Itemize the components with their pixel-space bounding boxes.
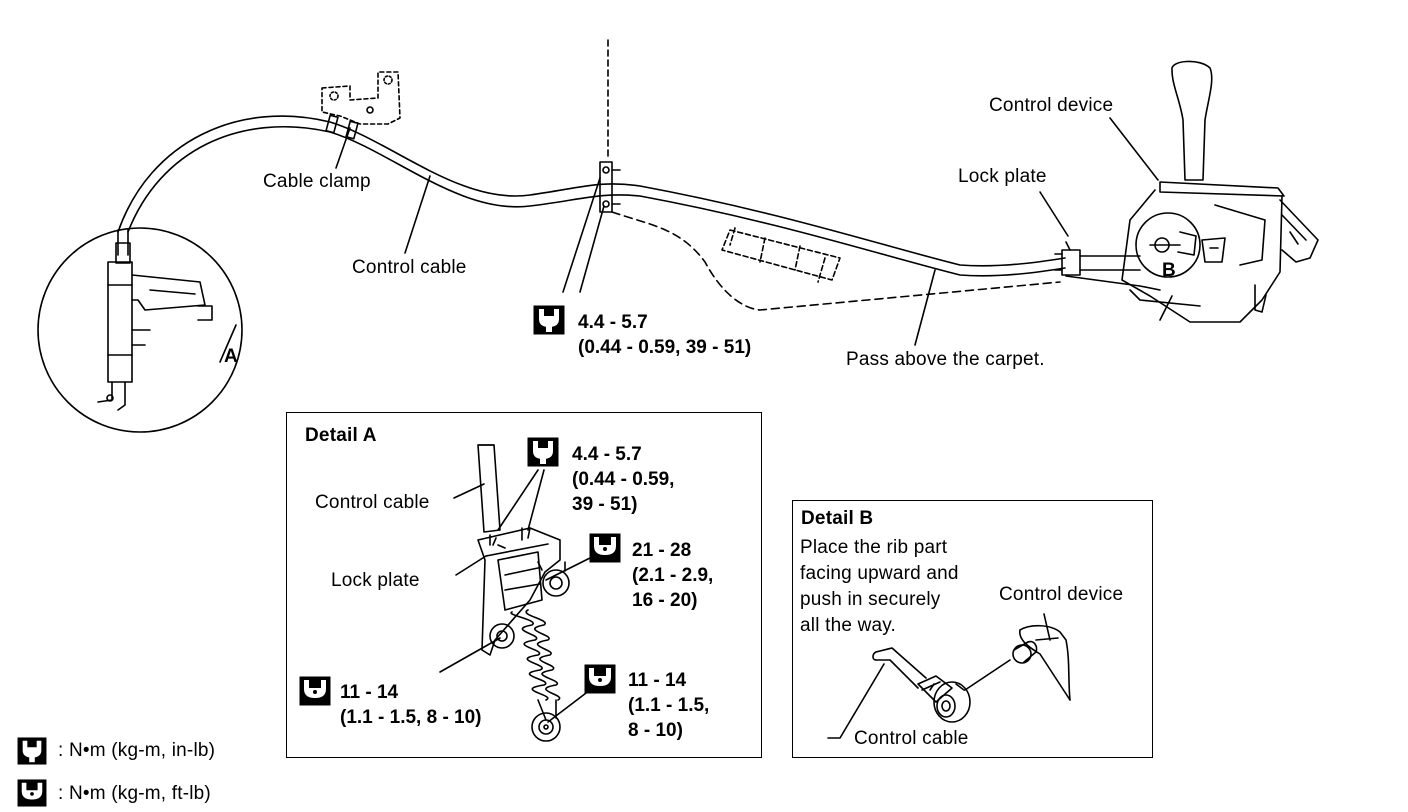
- main-leader-lines: [219, 117, 1159, 363]
- torque-conversion: 16 - 20): [632, 590, 698, 611]
- detail-b-label-control-cable: Control cable: [854, 728, 969, 749]
- label-lock-plate: Lock plate: [958, 166, 1047, 187]
- dashed-bracket: [721, 227, 841, 283]
- wrench-inlb-icon: [533, 305, 565, 335]
- torque-conversion: (2.1 - 2.9,: [632, 565, 714, 586]
- instruction-line: all the way.: [800, 615, 897, 636]
- torque-detail-a-bottom: 11 - 14 (1.1 - 1.5, 8 - 10): [628, 668, 709, 743]
- detail-b-drawing: [827, 613, 1071, 739]
- torque-main-center: 4.4 - 5.7 (0.44 - 0.59, 39 - 51): [578, 310, 751, 360]
- detail-a-label-lock-plate: Lock plate: [331, 570, 420, 591]
- instruction-line: facing upward and: [800, 563, 959, 584]
- torque-conversion: (0.44 - 0.59,: [572, 469, 675, 490]
- torque-value: 4.4 - 5.7: [578, 312, 648, 333]
- torque-value: 11 - 14: [340, 682, 399, 703]
- torque-conversion: 39 - 51): [572, 494, 638, 515]
- torque-value: 21 - 28: [632, 540, 692, 561]
- detail-a-label-control-cable: Control cable: [315, 492, 430, 513]
- label-cable-clamp: Cable clamp: [263, 171, 371, 192]
- torque-value: 4.4 - 5.7: [572, 444, 642, 465]
- instruction-line: Place the rib part: [800, 537, 948, 558]
- torque-value: 11 - 14: [628, 670, 687, 691]
- legend-nm-ftlb: : N•m (kg-m, ft-lb): [58, 783, 211, 804]
- wrench-ftlb-icon: [584, 664, 616, 694]
- callout-a-circle: [37, 227, 243, 433]
- detail-b-panel: [792, 500, 1153, 758]
- label-control-device: Control device: [989, 95, 1114, 116]
- torque-detail-a-left: 11 - 14 (1.1 - 1.5, 8 - 10): [340, 680, 482, 730]
- label-control-cable: Control cable: [352, 257, 467, 278]
- callout-a-letter: A: [224, 346, 238, 367]
- wrench-ftlb-icon: [589, 533, 621, 563]
- wrench-ftlb-icon: [299, 676, 331, 706]
- wrench-ftlb-icon: [17, 779, 47, 807]
- control-device-drawing: [1054, 60, 1319, 323]
- detail-b-label-control-device: Control device: [999, 584, 1124, 605]
- instruction-line: push in securely: [800, 589, 941, 610]
- detail-b-instruction: Place the rib part facing upward and pus…: [800, 535, 959, 639]
- detail-a-title: Detail A: [305, 425, 377, 446]
- torque-conversion: (1.1 - 1.5, 8 - 10): [340, 707, 482, 728]
- center-lock-plate: [599, 161, 621, 213]
- wrench-inlb-icon: [17, 737, 47, 765]
- torque-detail-a-top: 4.4 - 5.7 (0.44 - 0.59, 39 - 51): [572, 442, 674, 517]
- detail-b-title: Detail B: [801, 508, 874, 529]
- main-control-cable: [117, 115, 1066, 277]
- torque-conversion: 8 - 10): [628, 720, 683, 741]
- detail-a-panel: [286, 412, 762, 758]
- torque-detail-a-right: 21 - 28 (2.1 - 2.9, 16 - 20): [632, 538, 713, 613]
- cable-clamp-bracket: [321, 71, 401, 140]
- torque-conversion: (1.1 - 1.5,: [628, 695, 710, 716]
- detail-a-drawing: [439, 444, 591, 742]
- legend-nm-inlb: : N•m (kg-m, in-lb): [58, 740, 216, 761]
- torque-conversion: (0.44 - 0.59, 39 - 51): [578, 337, 752, 358]
- callout-b-letter: B: [1162, 260, 1176, 281]
- wrench-inlb-icon: [527, 437, 559, 467]
- label-pass-above-carpet: Pass above the carpet.: [846, 349, 1045, 370]
